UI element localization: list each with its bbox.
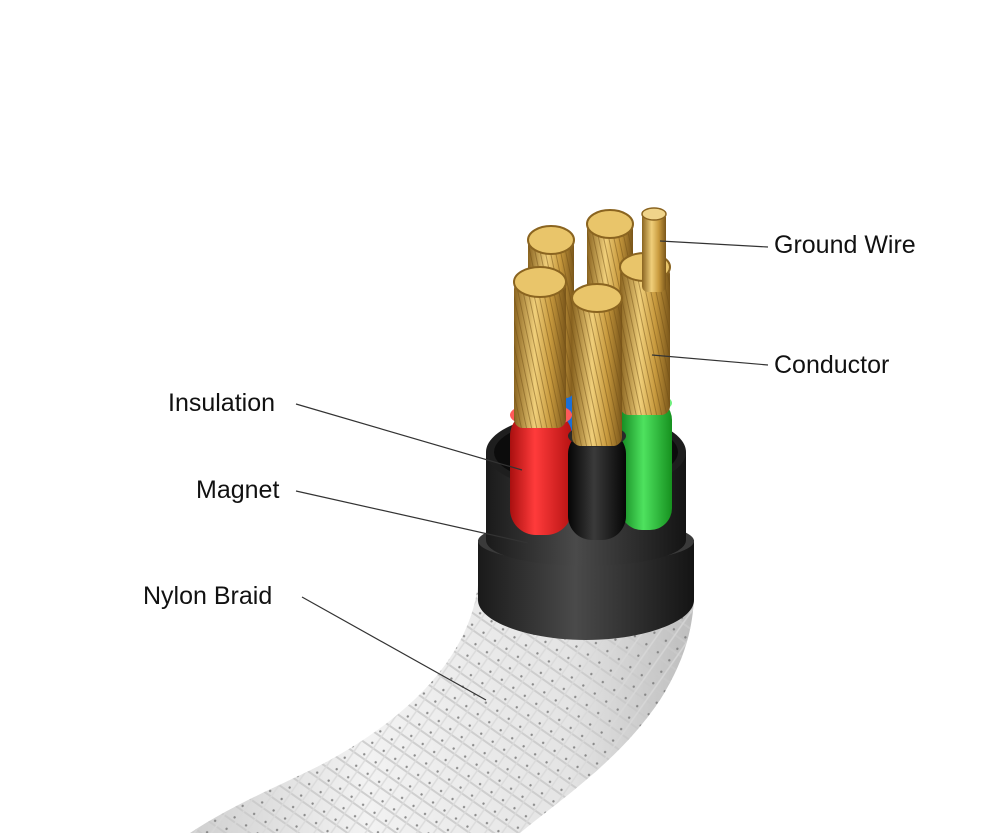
nylon-braid — [190, 585, 695, 833]
copper-conductors — [513, 209, 671, 446]
leader-line-magnet — [295, 490, 529, 544]
label-nylon-braid: Nylon Braid — [143, 582, 273, 610]
leader-line-ground-wire — [659, 240, 769, 248]
label-ground-wire: Ground Wire — [774, 231, 916, 259]
label-insulation: Insulation — [168, 389, 276, 417]
label-conductor: Conductor — [774, 351, 890, 379]
leader-line-nylon-braid — [301, 596, 487, 701]
leader-line-insulation — [295, 403, 523, 471]
leader-line-conductor — [651, 354, 769, 366]
ground-wire — [641, 207, 667, 292]
label-magnet: Magnet — [196, 476, 280, 504]
